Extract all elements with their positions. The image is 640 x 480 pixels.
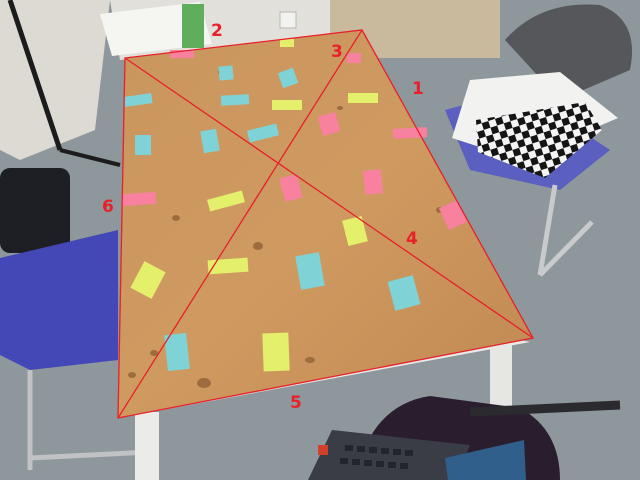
table-top [118,30,533,418]
note-pink [362,169,384,195]
tripod-leg-2 [59,148,121,167]
front-chair-arm [469,400,621,417]
table-leg-left [135,412,159,480]
label-5: 5 [290,393,302,413]
left-chair-leg-2 [29,449,151,461]
bag [0,168,70,253]
note-cyan [218,65,234,81]
annotation-overlay [117,29,535,419]
note-cyan [164,332,190,372]
left-wall [0,0,110,160]
note-yellow [280,39,294,47]
note-cyan [295,252,325,290]
note-cyan [123,93,153,107]
label-4: 4 [406,229,418,249]
laptop-sticker [318,445,328,455]
label-3: 3 [331,42,343,62]
note-cyan [135,135,151,155]
checkerboard [476,102,602,178]
note-pink [121,191,157,207]
tripod-leg [7,0,63,151]
left-chair-seat [0,230,118,370]
wall-socket [279,11,297,29]
note-cyan [246,123,280,143]
note-yellow [130,261,166,299]
note-pink [317,112,341,136]
note-pink [279,174,303,202]
laptop-screen [445,440,526,480]
note-yellow [272,100,302,110]
note-yellow [348,93,378,103]
right-chair-leg [537,184,558,276]
note-yellow [207,190,245,212]
label-2: 2 [211,21,223,41]
note-pink [170,50,194,58]
note-cyan [200,128,220,154]
diagonal-line-2 [117,29,363,419]
laptop-keys [340,445,413,469]
right-chair-leg-2 [538,220,594,277]
note-cyan [220,94,250,106]
note-yellow [207,257,249,275]
note-cyan [387,275,421,311]
label-1: 1 [412,79,424,99]
note-pink [392,127,428,139]
poster-green-strip [182,4,204,48]
sticky-notes [121,39,468,372]
note-yellow [342,215,368,247]
table-leg-right [490,345,512,415]
note-pink [347,53,361,63]
note-yellow [262,332,290,372]
note-cyan [277,67,299,89]
label-6: 6 [102,197,114,217]
right-chair-back [505,4,632,100]
diagonal-line-1 [124,57,534,339]
laptop-base [308,430,470,480]
